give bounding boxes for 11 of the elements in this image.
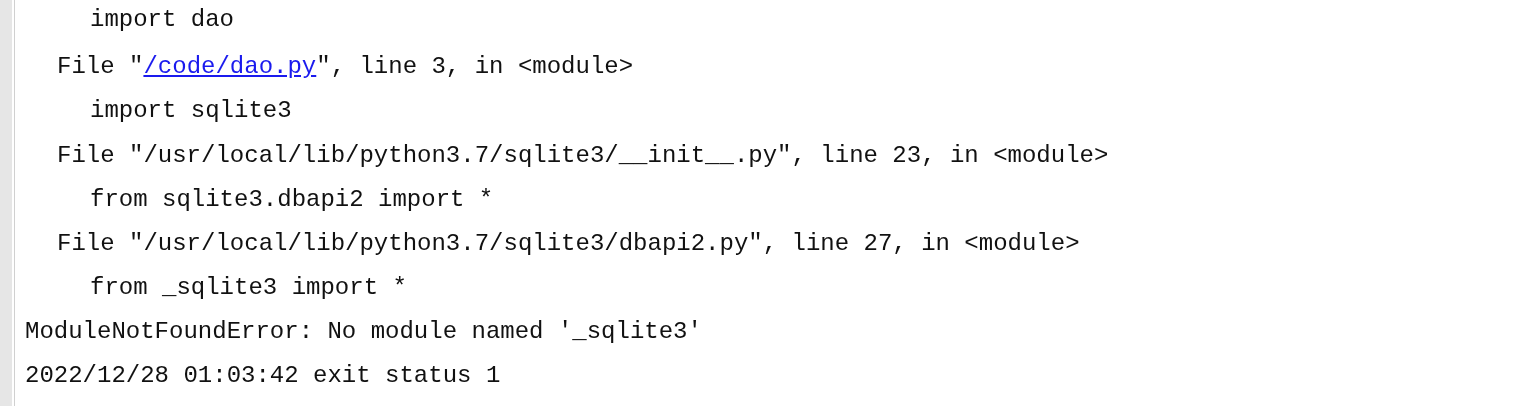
exit-status-line: 2022/12/28 01:03:42 exit status 1 (25, 361, 501, 391)
code-line: from _sqlite3 import * (90, 273, 407, 303)
traceback-line: File "/usr/local/lib/python3.7/sqlite3/__init__.py", line 23, in <module> (57, 141, 1109, 171)
code-line: from sqlite3.dbapi2 import * (90, 185, 494, 215)
code-line: import dao (90, 5, 235, 35)
traceback-line: File "/usr/local/lib/python3.7/sqlite3/dbapi2.py", line 27, in <module> (57, 229, 1080, 259)
error-message: ModuleNotFoundError: No module named '_sqlite3' (25, 317, 702, 347)
traceback-text: File " (57, 52, 144, 82)
traceback-text: ", line 3, in <module> (316, 52, 634, 82)
file-link: /code/dao.py (143, 52, 317, 82)
code-line: import sqlite3 (90, 96, 292, 126)
